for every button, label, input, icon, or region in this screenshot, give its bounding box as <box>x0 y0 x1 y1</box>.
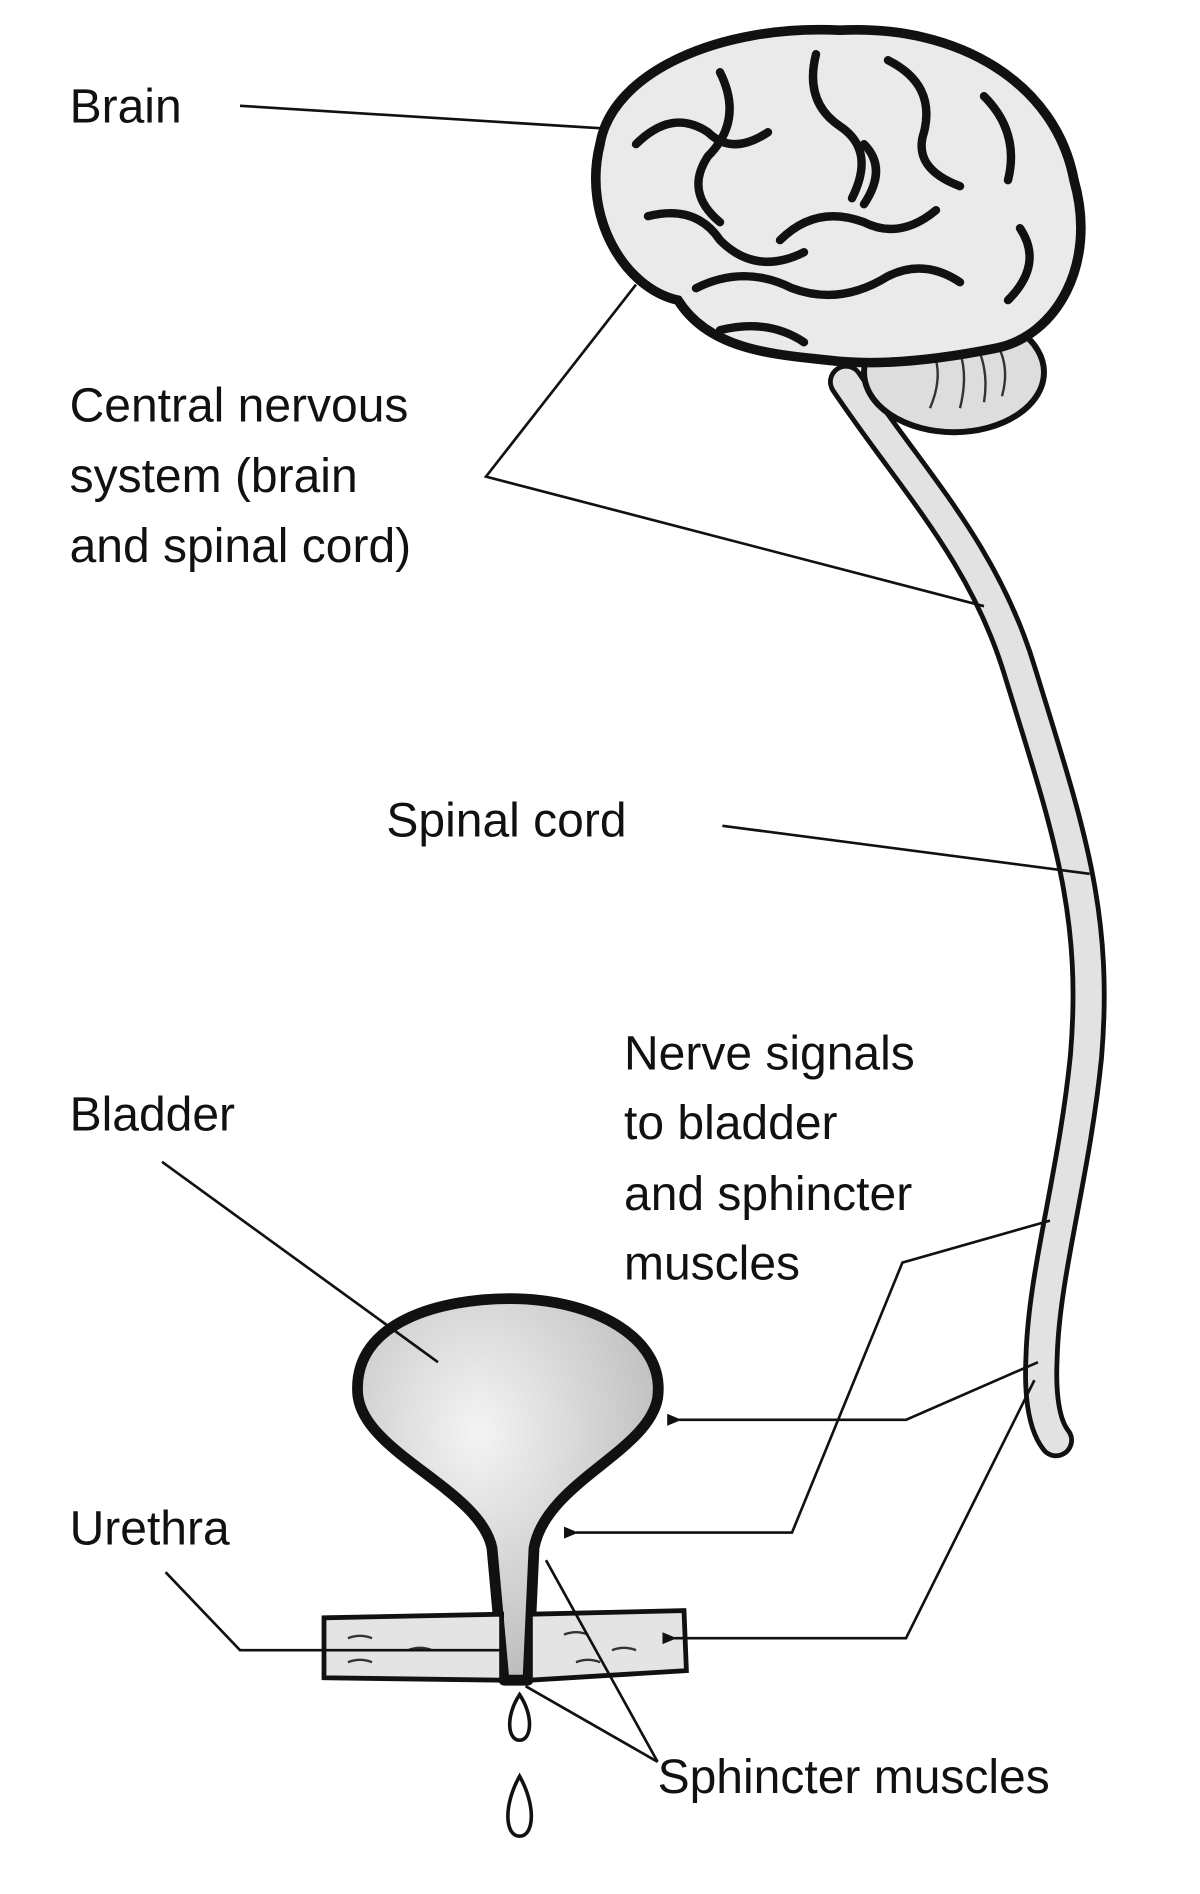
label-nerve-line1: Nerve signals <box>624 1027 915 1080</box>
sphincter-leader-line-upper <box>544 1559 659 1763</box>
urethra-leader-line <box>164 1571 502 1652</box>
brain-illustration <box>591 24 1086 436</box>
bladder-illustration <box>352 1293 664 1686</box>
leader-lines <box>161 104 1090 1763</box>
nerve-arrow-sphincter <box>662 1379 1036 1645</box>
label-urethra: Urethra <box>70 1503 230 1556</box>
label-cns-line3: and spinal cord) <box>70 520 412 573</box>
label-bladder: Bladder <box>70 1089 235 1142</box>
label-sphincter-muscles: Sphincter muscles <box>658 1751 1050 1804</box>
cns-leader-line <box>483 283 985 608</box>
spinal-cord-illustration <box>828 363 1107 1459</box>
nerve-arrow-bladder <box>667 1360 1039 1426</box>
label-spinal-cord: Spinal cord <box>386 795 626 848</box>
label-cns-line1: Central nervous <box>70 379 409 432</box>
urine-drops <box>506 1691 534 1839</box>
spinal-cord-leader-line <box>722 824 1090 876</box>
sphincter-leader-line-lower <box>524 1685 659 1763</box>
bladder-leader-line <box>161 1160 439 1364</box>
label-nerve-line3: and sphincter <box>624 1168 912 1221</box>
label-nerve-line2: to bladder <box>624 1097 838 1150</box>
brain-leader-line <box>239 104 607 130</box>
nerve-arrow-urethra <box>564 1219 1051 1539</box>
label-brain: Brain <box>70 81 182 134</box>
label-cns-line2: system (brain <box>70 450 358 503</box>
label-nerve-line4: muscles <box>624 1237 800 1290</box>
sphincter-muscle-band <box>321 1608 689 1683</box>
